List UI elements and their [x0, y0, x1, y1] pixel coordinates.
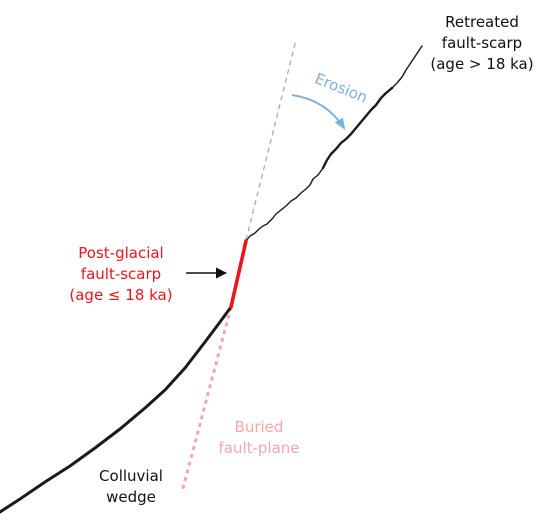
post-glacial-label-line3: (age ≤ 18 ka) [69, 286, 173, 304]
retreated-label-line2: fault-scarp [441, 34, 523, 52]
retreated-scarp-thick-segment [321, 86, 394, 170]
colluvial-label-line1: Colluvial [99, 467, 163, 485]
erosion-arrow [291, 94, 346, 131]
post-glacial-label-line1: Post-glacial [78, 244, 164, 262]
retreated-scarp-label: Retreated fault-scarp (age > 18 ka) [420, 12, 544, 75]
buried-label-line2: fault-plane [218, 439, 300, 457]
retreated-label-line1: Retreated [445, 13, 519, 31]
colluvial-wedge-label: Colluvial wedge [86, 466, 176, 508]
projected-fault-plane [245, 39, 297, 241]
buried-label-line1: Buried [234, 418, 284, 436]
colluvial-wedge-surface [0, 305, 233, 514]
post-glacial-scarp-line [229, 239, 248, 309]
post-glacial-scarp-label: Post-glacial fault-scarp (age ≤ 18 ka) [58, 243, 184, 306]
retreated-label-line3: (age > 18 ka) [430, 55, 534, 73]
buried-fault-plane-line [180, 306, 233, 493]
buried-fault-plane-label: Buried fault-plane [204, 417, 314, 459]
post-glacial-label-line2: fault-scarp [80, 265, 162, 283]
colluvial-label-line2: wedge [106, 488, 156, 506]
